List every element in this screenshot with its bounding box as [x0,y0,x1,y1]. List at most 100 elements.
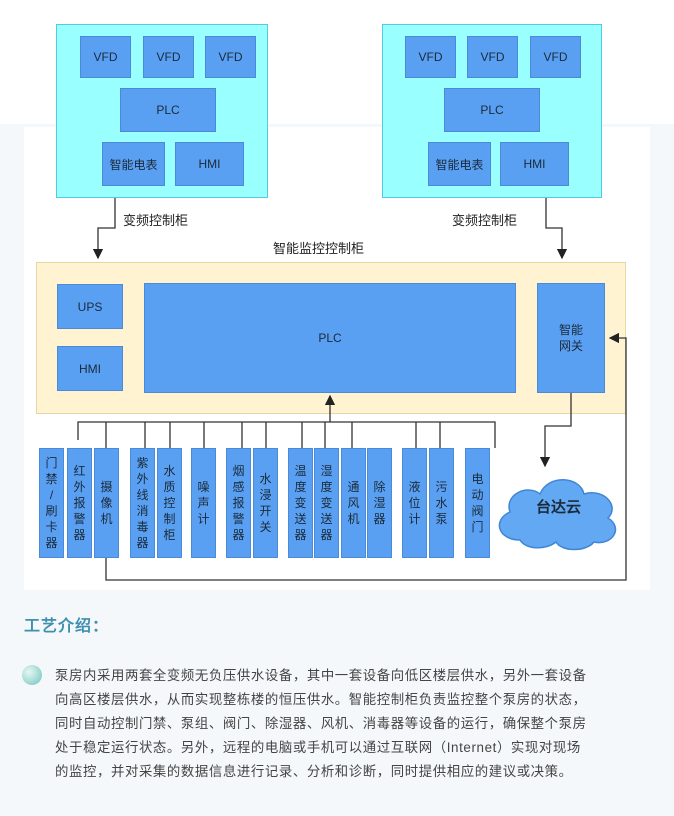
device-label-char: 报 [232,496,245,510]
smart-meter-box: 智能电表 [428,142,491,186]
device-label-char: 计 [408,512,421,526]
field-device-box: 噪声计 [191,448,216,558]
device-label-char: 湿 [373,496,386,510]
plc-box: PLC [444,88,540,132]
device-label-char: 通 [347,480,360,494]
device-label-char: 关 [259,520,272,534]
field-device-box: 温度变送器 [288,448,313,558]
device-label-char: 器 [320,528,333,542]
cloud-label: 台达云 [536,499,582,516]
hmi-box: HMI [500,142,569,186]
vfd-box: VFD [205,36,256,78]
vfd-box: VFD [467,36,518,78]
field-device-box: 摄像机 [94,448,119,558]
device-label-char: 器 [294,528,307,542]
device-label-char: 像 [100,496,113,510]
ups-box: UPS [57,284,123,329]
description-line: 泵房内采用两套全变频无负压供水设备，其中一套设备向低区楼层供水，另外一套设备 [55,668,587,683]
field-device-box: 污水泵 [429,448,454,558]
device-label-char: / [49,488,54,502]
device-label-char: 线 [136,488,149,502]
device-label-char: 送 [320,512,333,526]
main-plc-box: PLC [144,283,516,393]
device-label-char: 门 [45,456,58,470]
device-label-char: 液 [408,480,421,494]
device-label-char: 警 [73,512,86,526]
smart-meter-box: 智能电表 [102,142,165,186]
device-label-char: 声 [197,496,210,510]
device-label-char: 消 [136,504,149,518]
description-line: 的监控，并对采集的数据信息进行记录、分析和诊断，同时提供相应的建议或决策。 [55,764,573,779]
gateway-label-line: 智能 [558,323,583,337]
device-label-char: 变 [320,496,333,510]
device-label-char: 污 [435,480,448,494]
field-device-box: 电动阀门 [465,448,490,558]
vfd-box: VFD [530,36,581,78]
device-label-char: 器 [45,536,58,550]
cabinet-caption-right: 变频控制柜 [452,213,518,228]
device-label-char: 度 [294,480,307,494]
device-label-char: 浸 [259,488,272,502]
description-line: 同时自动控制门禁、泵组、阀门、除湿器、风机、消毒器等设备的运行，确保整个泵房 [55,716,587,731]
device-label-char: 电 [471,472,484,486]
device-label-char: 器 [232,528,245,542]
section-title: 工艺介绍： [24,618,110,635]
device-label-char: 警 [232,512,245,526]
device-label-char: 温 [294,464,307,478]
device-label-char: 计 [197,512,210,526]
vfd-box: VFD [405,36,456,78]
device-label-char: 器 [373,512,386,526]
device-label-char: 泵 [435,512,448,526]
process-description: 泵房内采用两套全变频无负压供水设备，其中一套设备向低区楼层供水，另外一套设备 向… [55,664,655,784]
device-label-char: 制 [163,512,176,526]
device-label-char: 水 [163,464,176,478]
field-device-box: 液位计 [402,448,427,558]
smart-gateway-box: 智能 网关 [537,283,605,393]
device-label-char: 刷 [45,504,58,518]
field-device-box: 除湿器 [367,448,392,558]
field-device-box: 门禁/刷卡器 [39,448,64,558]
device-label-char: 开 [259,504,272,518]
device-label-char: 变 [294,496,307,510]
plc-box: PLC [120,88,216,132]
device-label-char: 器 [73,528,86,542]
smart-cabinet-title: 智能监控控制柜 [273,241,365,256]
device-label-char: 感 [232,480,245,494]
device-label-char: 阀 [471,504,484,518]
device-label-char: 外 [73,480,86,494]
device-label-char: 机 [100,512,113,526]
device-label-char: 卡 [45,520,58,534]
hmi-box: HMI [57,346,123,391]
vfd-box: VFD [143,36,194,78]
description-line: 处于稳定运行状态。另外，远程的电脑或手机可以通过互联网（Internet）实现对… [55,740,581,755]
field-device-box: 紫外线消毒器 [130,448,155,558]
device-label-char: 门 [471,520,484,534]
device-label-char: 器 [136,536,149,550]
hmi-box: HMI [175,142,244,186]
device-label-char: 送 [294,512,307,526]
device-label-char: 度 [320,480,333,494]
device-label-char: 位 [408,496,421,510]
field-device-box: 红外报警器 [67,448,92,558]
device-label-char: 机 [347,512,360,526]
device-label-char: 噪 [197,480,210,494]
device-label-char: 动 [471,488,484,502]
device-label-char: 柜 [163,528,176,542]
device-label-char: 毒 [136,520,149,534]
description-line: 向高区楼层供水，从而实现整栋楼的恒压供水。智能控制柜负责监控整个泵房的状态， [55,692,587,707]
device-label-char: 外 [136,472,149,486]
field-device-box: 湿度变送器 [314,448,339,558]
device-label-char: 摄 [100,480,113,494]
device-label-char: 报 [73,496,86,510]
device-label-char: 红 [73,464,86,478]
device-label-char: 水 [259,472,272,486]
field-device-box: 烟感报警器 [226,448,251,558]
device-label-char: 除 [373,480,386,494]
field-device-box: 水质控制柜 [157,448,182,558]
field-device-box: 通风机 [341,448,366,558]
device-label-char: 水 [435,496,448,510]
device-label-char: 紫 [136,456,149,470]
gateway-label-line: 网关 [558,339,583,353]
cloud-icon [498,479,617,551]
